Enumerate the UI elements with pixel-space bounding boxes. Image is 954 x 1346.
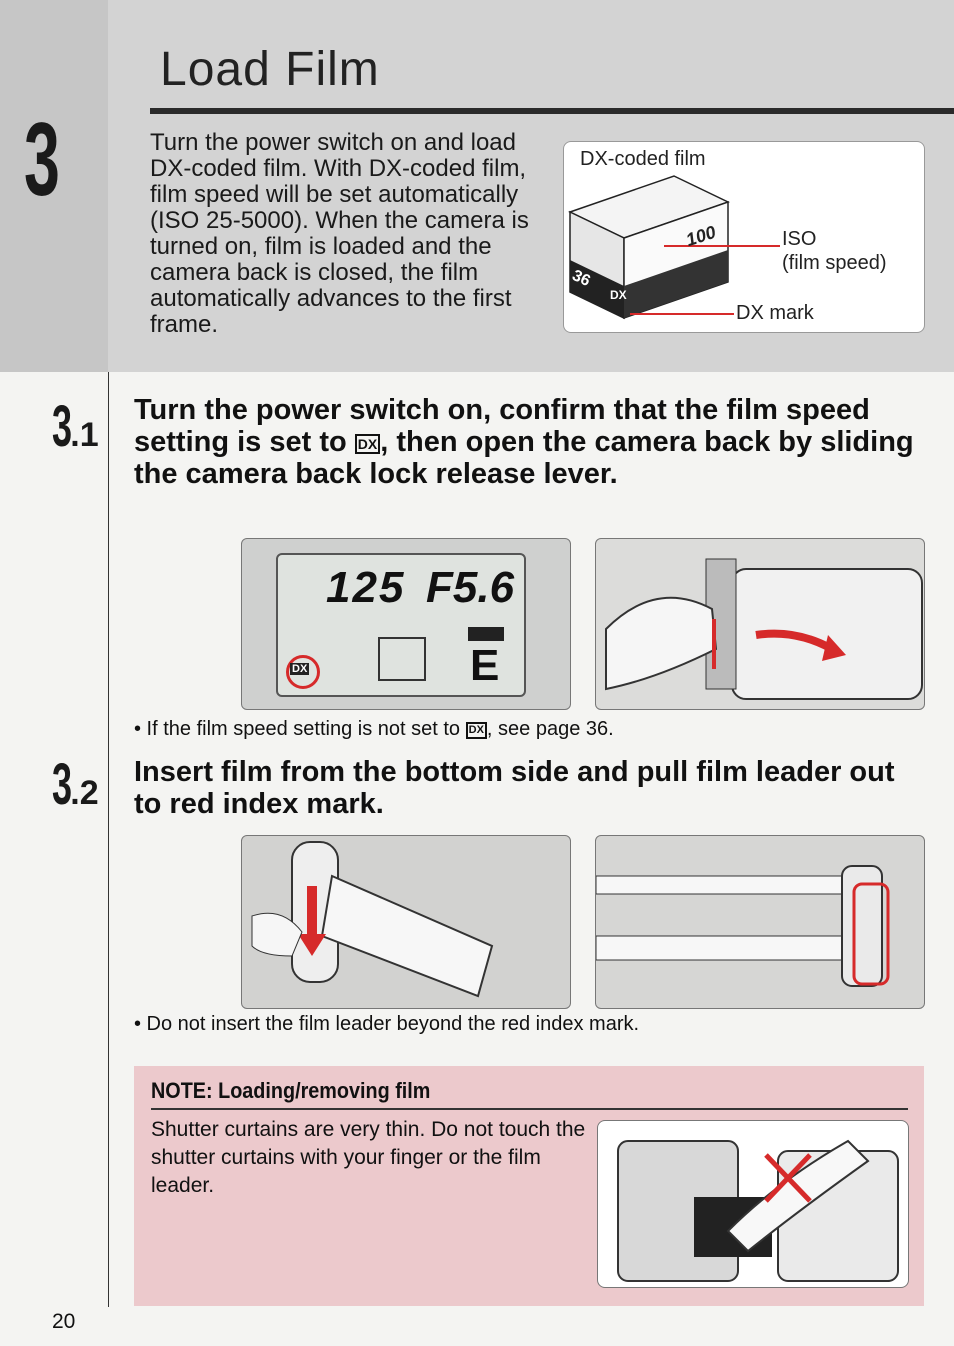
page-title: Load Film [160,43,380,96]
lcd-frame-counter: E [470,641,500,690]
lcd-shutter-speed: 125 [326,563,406,612]
step-3-2-note: • Do not insert the film leader beyond t… [134,1013,640,1035]
step-3-1-note: • If the film speed setting is not set t… [134,718,614,741]
lcd-aperture: F5.6 [426,563,515,612]
step-3-1-number: 3.1 [52,398,99,456]
step-3-1-heading-a: Turn the power switch on, confirm that t… [134,394,870,458]
dx-film-figure: DX-coded film 100 36 DX ISO (film speed)… [563,141,925,333]
film-insert-figure [241,835,571,1009]
dx-mark-label: DX mark [736,302,814,324]
film-insert-illustration [251,841,494,998]
note-box: NOTE: Loading/removing film Shutter curt… [134,1066,924,1306]
box-dx-text: DX [610,288,627,302]
step-3-1-note-a: • If the film speed setting is not set t… [134,718,461,740]
dx-symbol-icon-small: DX [465,722,487,739]
dx-symbol-icon: DX [354,434,381,454]
camera-back-release-illustration [605,558,923,700]
lcd-frame-indicator [378,637,426,681]
page-number: 20 [52,1310,76,1333]
shutter-warning-illustration [617,1139,899,1282]
intro-text: Turn the power switch on and load DX-cod… [150,129,529,338]
step-3-1-heading-b: , then open the camera back by sliding t… [134,426,914,490]
step-3-2-heading: Insert film from the bottom side and pul… [134,756,895,820]
iso-label: ISO [782,228,817,250]
lcd-panel-figure: 125 F5.6 E DX [241,538,571,710]
dx-figure-title: DX-coded film [580,148,706,170]
film-speed-label: (film speed) [782,252,887,274]
film-leader-figure [595,835,925,1009]
shutter-warning-figure [597,1120,909,1288]
film-box-illustration [568,175,780,320]
battery-icon [468,627,504,641]
note-text: Shutter curtains are very thin. Do not t… [151,1118,586,1197]
note-rule [151,1108,908,1110]
step-3-1-note-b: , see page 36. [486,718,614,740]
step-3-2-sub: .2 [70,774,99,812]
note-title: NOTE: Loading/removing film [151,1078,431,1103]
step-3-1-sub: .1 [70,416,99,454]
step-3-1-main: 3 [52,394,73,459]
title-rule [150,108,954,114]
film-leader-illustration [596,865,890,987]
camera-back-release-figure [595,538,925,710]
step-3-2-main: 3 [52,752,73,817]
dx-highlight-circle [286,655,320,689]
step-3-1-heading: Turn the power switch on, confirm that t… [134,394,924,490]
section-number: 3 [24,102,60,218]
margin-rule [108,372,109,1307]
lcd-dx-indicator: DX [290,663,310,675]
lcd-screen: 125 F5.6 E DX [276,553,526,697]
step-3-2-number: 3.2 [52,756,99,814]
